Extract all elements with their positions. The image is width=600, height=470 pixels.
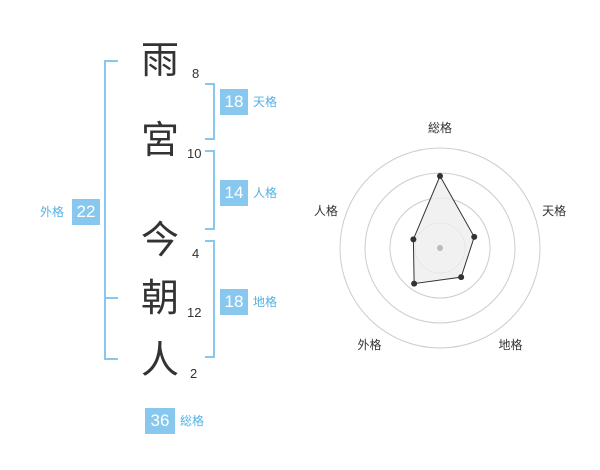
- radar-axis-label-5: 人格: [314, 203, 338, 218]
- name-char-4: 朝: [140, 276, 179, 320]
- chikaku-bracket: [205, 240, 215, 358]
- radar-point-2: [471, 233, 478, 240]
- jinkaku-value: 14: [220, 180, 248, 206]
- soukaku-label: 総格: [180, 414, 205, 428]
- stroke-count-2: 10: [187, 146, 202, 161]
- name-char-2: 宮: [140, 118, 179, 162]
- chikaku-value: 18: [220, 289, 248, 315]
- tenkaku-value: 18: [220, 89, 248, 115]
- gaikaku-value: 22: [72, 199, 100, 225]
- radar-axis-label-2: 天格: [542, 203, 566, 218]
- gaikaku-bracket-mid-tick: [104, 297, 118, 299]
- name-char-5: 人: [140, 338, 179, 382]
- chikaku-label: 地格: [253, 295, 278, 309]
- soukaku-value: 36: [145, 408, 175, 434]
- stroke-count-5: 2: [190, 366, 198, 381]
- gaikaku-bracket: [104, 60, 118, 360]
- radar-data-polygon: [412, 174, 475, 285]
- name-char-1: 雨: [140, 38, 179, 82]
- gaikaku-label: 外格: [40, 205, 65, 219]
- radar-point-3: [458, 274, 465, 281]
- jinkaku-bracket: [205, 150, 215, 230]
- stroke-count-1: 8: [192, 66, 200, 81]
- tenkaku-bracket: [205, 83, 215, 140]
- radar-point-5: [410, 236, 417, 243]
- radar-ring-4: [339, 147, 541, 349]
- radar-points: [410, 173, 478, 287]
- stroke-count-4: 12: [187, 305, 202, 320]
- stroke-count-3: 4: [192, 246, 200, 261]
- name-char-3: 今: [140, 218, 179, 262]
- radar-axis-label-3: 地格: [499, 337, 523, 352]
- radar-axis-label-1: 総格: [428, 120, 452, 135]
- radar-axis-label-4: 外格: [357, 337, 381, 352]
- radar-center-dot: [437, 245, 443, 251]
- radar-point-1: [437, 173, 443, 179]
- jinkaku-label: 人格: [253, 186, 278, 200]
- radar-point-4: [411, 280, 418, 287]
- tenkaku-label: 天格: [253, 95, 278, 109]
